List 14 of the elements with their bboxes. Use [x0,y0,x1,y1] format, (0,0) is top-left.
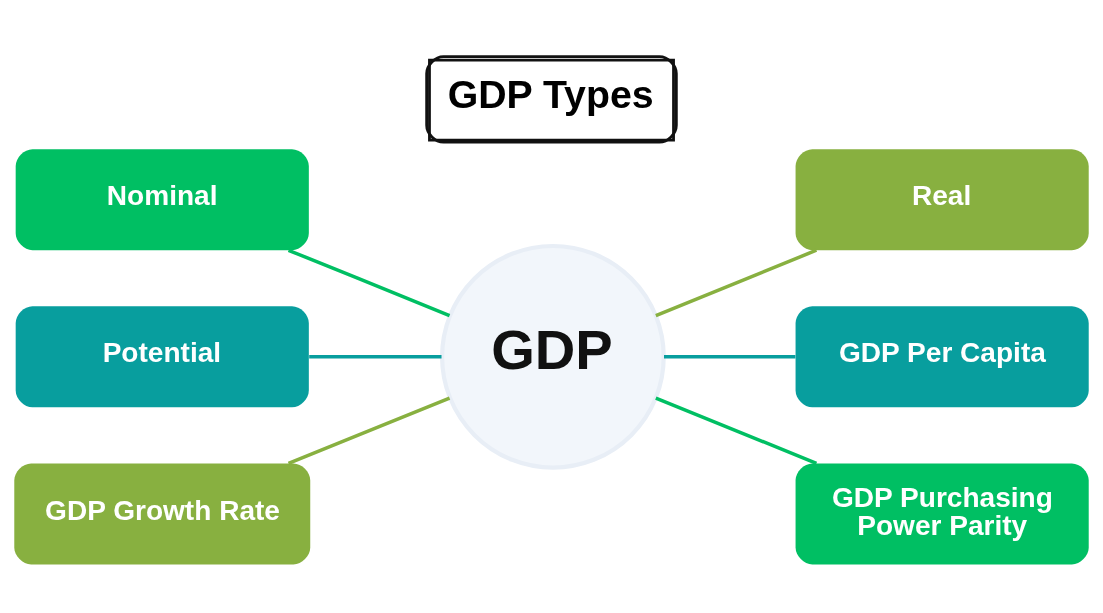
node-box: Potential [15,305,309,407]
node-box: GDP Growth Rate [14,462,311,564]
node-box: GDP Per Capita [795,305,1089,407]
connector [287,248,451,317]
connector [309,354,442,359]
node-box: Nominal [15,148,309,250]
connector [655,395,818,465]
connector [664,354,796,359]
node-box: Real [795,148,1089,250]
connector [655,248,818,317]
node-circle: GDP [440,243,666,470]
connector [287,395,451,465]
node-box: GDP Purchasing Power Parity [795,462,1089,564]
diagram-title: GDP Types [447,71,654,116]
